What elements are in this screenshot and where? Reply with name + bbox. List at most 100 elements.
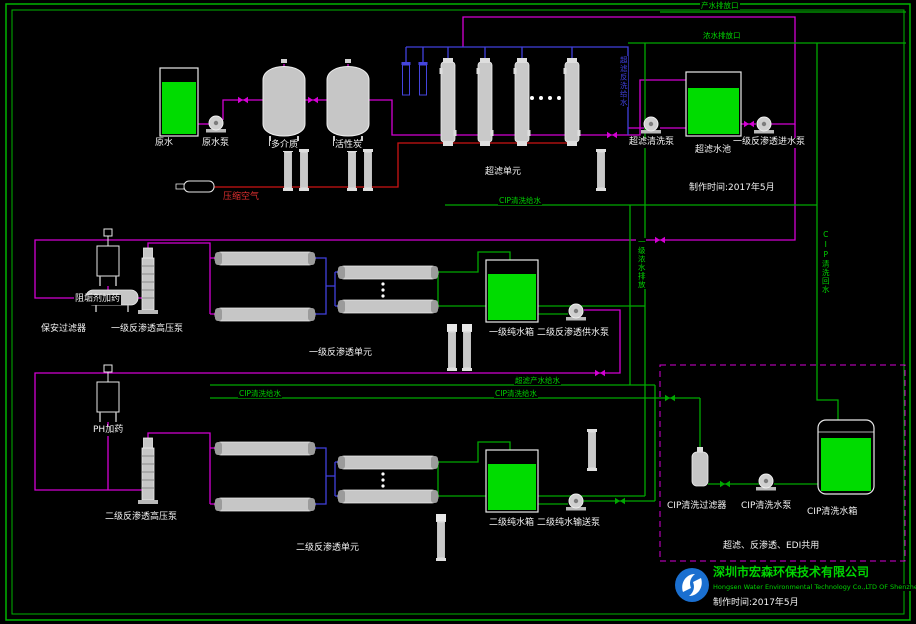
label-uf-cleaning-pump: 超滤清洗泵 [628,137,676,148]
valve [744,120,754,128]
sample-column [446,328,458,372]
raw-water-tank [159,67,199,137]
uf-module [563,57,581,147]
pipe-ro2-product [437,441,511,496]
sample-column [595,148,607,192]
ro2-membrane-vessel [214,441,316,456]
ro1-membrane-vessel [214,307,316,322]
instrument-tag [462,324,472,331]
label-ro1-pure-tank: 一级纯水箱 [488,328,536,339]
label-ro2-pure-tank: 二级纯水箱 [488,518,536,529]
ro1-ellipsis-dots [381,282,385,298]
label-raw-water-tank: 原水 [154,138,175,149]
sample-column [461,328,473,372]
cip-dashed-box [659,364,906,562]
label-ph-dosing: PH加药 [92,425,125,436]
pipe-ro1-product [437,251,511,306]
label-made-date-bottom: 制作时间:2017年5月 [712,598,800,609]
frame-inner [11,9,905,615]
label-cip-pump: CIP清洗水泵 [740,501,793,512]
label-cartridge-filter: 保安过滤器 [40,324,88,335]
sample-column [346,148,358,192]
uf-module [439,57,457,147]
label-cip-filter: CIP清洗过滤器 [666,501,728,512]
pipe-ro2-feed-manifold [147,432,215,505]
pipes-green [210,11,906,505]
uf-module [476,57,494,147]
cip-cleaning-tank [817,419,875,495]
label-cip-return: CIP清洗回水 [820,230,831,294]
sample-column [586,428,598,472]
label-ro2-unit: 二级反渗透单元 [295,543,361,554]
pipes-red [214,142,575,188]
activated-carbon-vessel [326,58,370,147]
label-cip-feed-right: CIP清洗给水 [494,389,538,399]
label-compressed-air: 压缩空气 [222,192,261,203]
valve [665,394,675,402]
pipe-ro-concentrate [438,43,646,497]
label-concentrate-discharge: 浓水排放口 [702,31,742,41]
ro2-hp-pump-symbol [137,437,159,505]
ro1-membrane-vessel [337,299,439,314]
label-cip-shared-note: 超滤、反渗透、EDI共用 [722,541,821,552]
label-ro2-transfer-pump: 二级纯水输送泵 [536,518,602,529]
frame-outer [5,3,911,621]
instrument-tag [447,324,457,331]
sample-column [435,518,447,562]
label-ro1-unit: 一级反渗透单元 [308,348,374,359]
cip-pump-symbol [755,473,777,491]
uf-ellipsis-dots [530,96,561,100]
instrument-column [418,61,428,96]
pipe-ro2-interstage [315,447,338,505]
label-cip-tank: CIP清洗水箱 [806,507,859,518]
pipe-uf-top-header [405,46,629,135]
ro2-ellipsis-dots [381,472,385,488]
sample-column [298,148,310,192]
sample-column [362,148,374,192]
valve [615,497,625,505]
label-raw-water-pump: 原水泵 [201,138,231,149]
label-activated-carbon: 活性炭 [334,140,364,151]
pipe-compressed-air [214,142,575,188]
ro1-feed-pump-symbol [753,116,775,134]
label-product-discharge: 产水排放口 [700,1,740,11]
valve [595,369,605,377]
label-ro2-supply-pump: 二级反渗透供水泵 [536,328,611,339]
valve [720,480,730,488]
antiscalant-doser [96,228,120,287]
valve [308,96,318,104]
label-cip-feed-upper: CIP清洗给水 [498,196,542,206]
pipe-top-riser [462,16,796,125]
uf-cleaning-pump-symbol [640,116,662,134]
label-ro1-concentrate-drain: 一级浓水排放 [636,238,647,289]
company-name-cn: 深圳市宏森环保技术有限公司 [712,565,871,580]
valve [238,96,248,104]
ro1-membrane-vessel [214,251,316,266]
label-uf-unit: 超滤单元 [484,167,523,178]
ro2-pure-water-tank [485,449,539,513]
ro2-membrane-vessel [337,489,439,504]
label-made-date-top: 制作时间:2017年5月 [688,183,776,194]
label-cip-feed-left: CIP清洗给水 [238,389,282,399]
pipe-cip-feed-lower [210,397,701,452]
company-logo [675,568,709,602]
label-ro1-hp-pump: 一级反渗透高压泵 [110,324,185,335]
pipe-cip-return [816,43,839,420]
air-compressor [175,180,215,193]
label-antiscalant-dosing: 阻垢剂加药 [74,294,122,305]
valve [607,131,617,139]
ro1-hp-pump-symbol [137,247,159,315]
pipe-ro1-feed-loop [34,124,796,299]
pipe-ro2-feed-loop [34,309,621,491]
sample-column [282,148,294,192]
label-uf-product-feed: 超滤产水给水 [514,376,561,386]
uf-module [513,57,531,147]
label-uf-water-tank: 超滤水池 [694,145,733,156]
cip-filter [691,447,709,487]
multimedia-filter-vessel [262,58,306,147]
pipe-ro1-interstage [315,257,338,315]
instrument-column [401,61,411,96]
label-multimedia-filter: 多介质 [270,140,300,151]
